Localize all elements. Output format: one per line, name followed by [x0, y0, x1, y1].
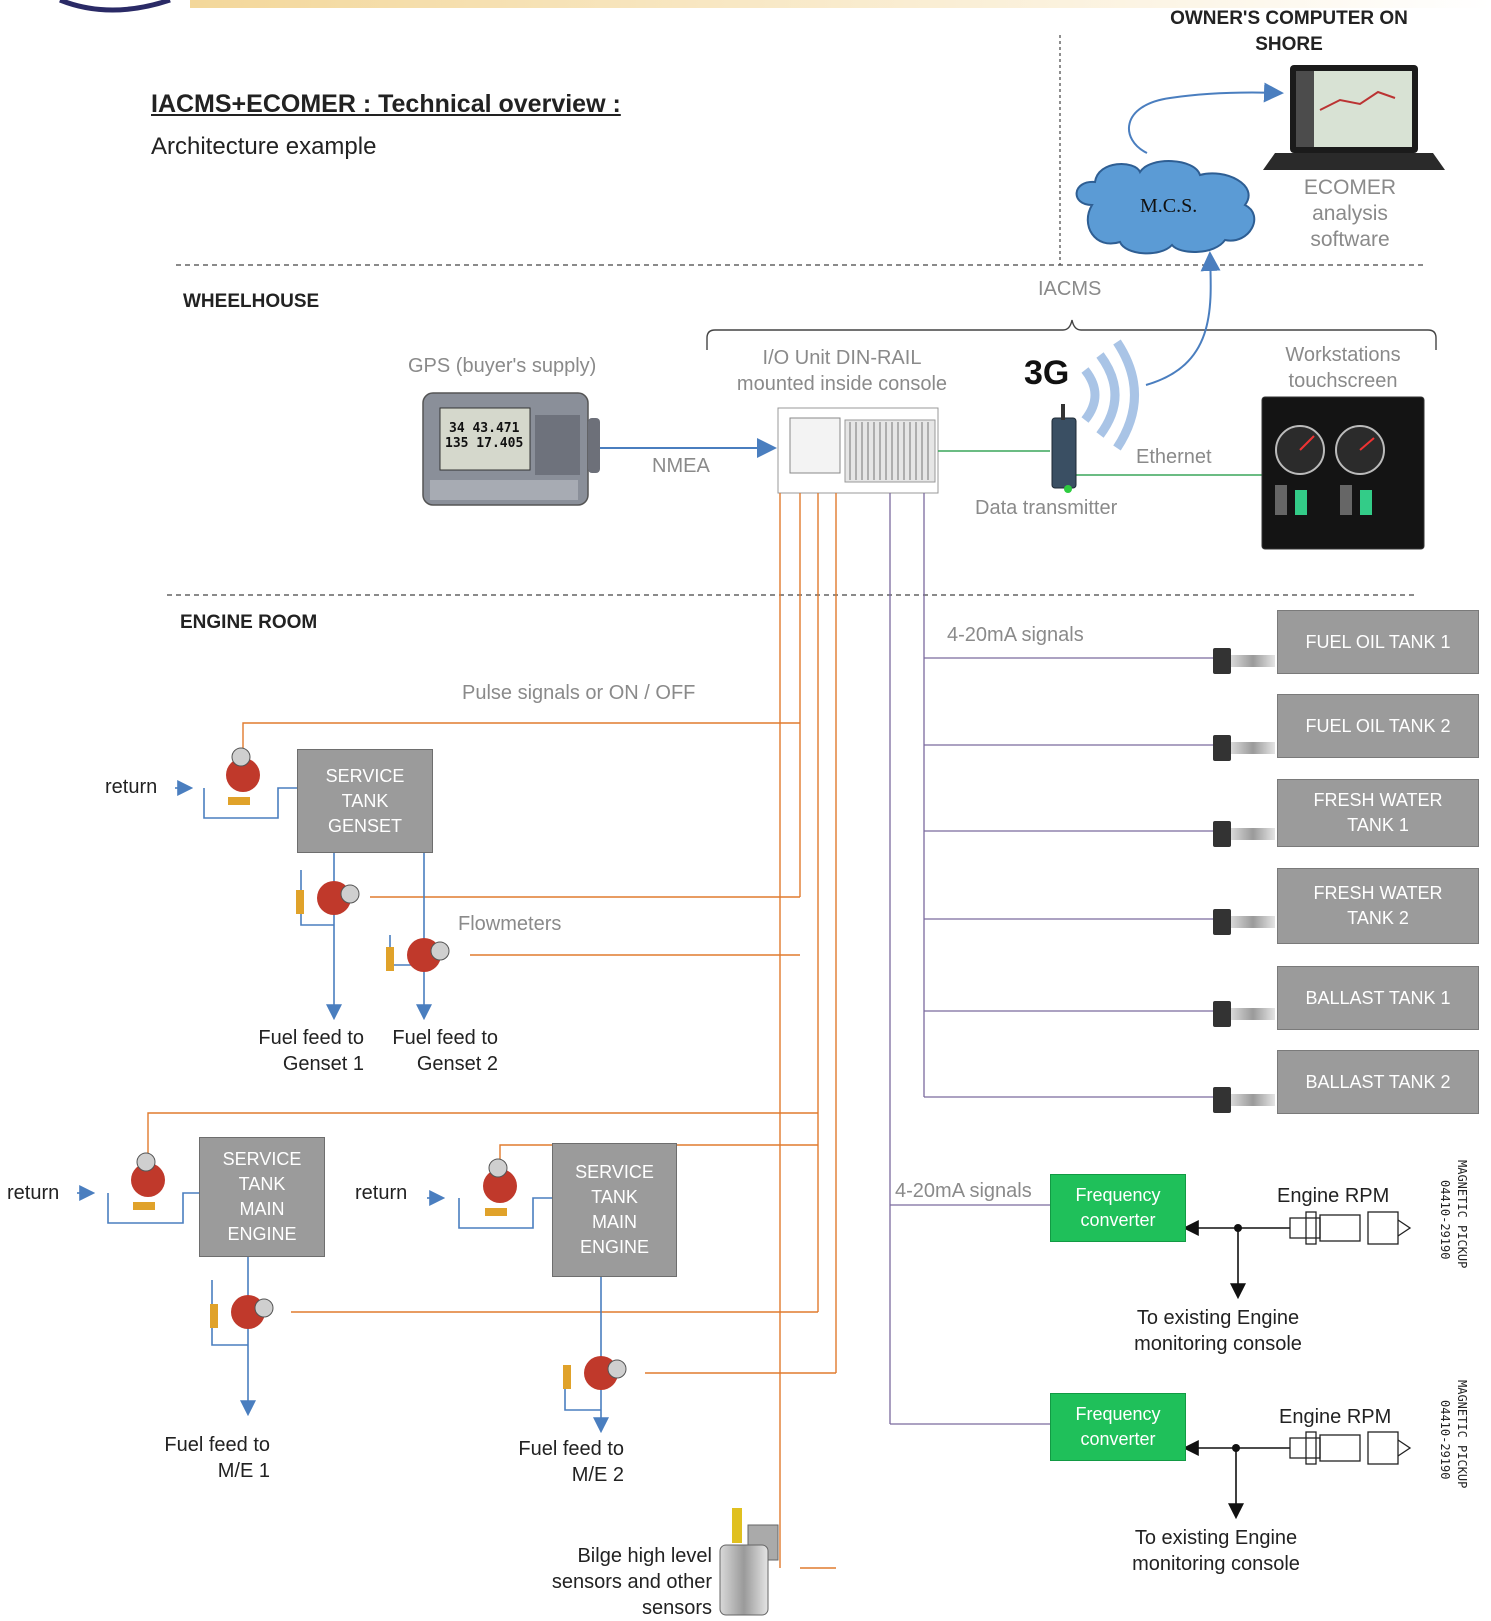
io-unit-label: I/O Unit DIN-RAIL mounted inside console — [736, 347, 948, 395]
rpm-lines — [1182, 1220, 1290, 1520]
io-unit-icon — [777, 407, 939, 494]
transmitter-icon — [1051, 417, 1077, 489]
gps-screen-line-1: 34 43.471 — [449, 421, 520, 436]
3g-label: 3G — [1024, 354, 1070, 392]
workstations-label: Workstations touchscreen — [1285, 344, 1401, 392]
magnetic-pickup-icons — [1289, 1211, 1412, 1465]
bilge-label: Bilge high level sensors and other senso… — [551, 1545, 712, 1619]
logo-fragment — [59, 0, 171, 13]
fuel-oil-tank-1: FUEL OIL TANK 1 — [1277, 610, 1479, 674]
workstation-icon — [1261, 396, 1425, 550]
gps-screen-line-2: 135 17.405 — [445, 436, 524, 451]
page-subtitle: Architecture example — [151, 133, 377, 160]
signal-waves-icon — [1081, 367, 1100, 423]
pickup-code-2: 04410-29190 — [1438, 1400, 1452, 1480]
pickup-label-2: MAGNETIC PICKUP — [1455, 1380, 1469, 1489]
owner-computer-label: OWNER'S COMPUTER ON SHORE — [1170, 8, 1408, 55]
header-bar — [190, 0, 1491, 8]
pickup-code-1: 04410-29190 — [1438, 1180, 1452, 1260]
section-engine-room: ENGINE ROOM — [180, 612, 318, 633]
fresh-water-tank-1: FRESH WATER TANK 1 — [1277, 779, 1479, 847]
service-tank-main-engine-2: SERVICE TANK MAIN ENGINE — [552, 1143, 677, 1277]
signals-420-top-label: 4-20mA signals — [947, 624, 1084, 646]
service-tank-genset: SERVICE TANK GENSET — [297, 749, 433, 853]
existing-console-label-2: To existing Engine monitoring console — [1132, 1527, 1300, 1575]
fuel-feed-me-2: Fuel feed to M/E 2 — [518, 1438, 624, 1486]
return-label-genset: return — [105, 776, 158, 798]
cloud-label: M.C.S. — [1140, 195, 1198, 217]
cloud-icon — [1075, 160, 1256, 255]
analog-signal-lines — [889, 493, 1213, 1425]
level-sensor-icons — [1213, 648, 1275, 1113]
upload-arrow — [1128, 82, 1284, 154]
section-wheelhouse: WHEELHOUSE — [183, 291, 320, 312]
transmitter-label: Data transmitter — [975, 497, 1118, 519]
ethernet-label: Ethernet — [1136, 446, 1212, 468]
frequency-converter-2: Frequency converter — [1050, 1393, 1186, 1461]
pulse-label: Pulse signals or ON / OFF — [462, 682, 696, 704]
return-label-main-1: return — [7, 1182, 60, 1204]
page-title: IACMS+ECOMER : Technical overview : — [151, 90, 621, 118]
iacms-label: IACMS — [1038, 278, 1102, 300]
fuel-feed-genset-2: Fuel feed to Genset 2 — [392, 1027, 498, 1075]
gps-label: GPS (buyer's supply) — [408, 355, 597, 377]
frequency-converter-1: Frequency converter — [1050, 1174, 1186, 1242]
flowmeter-icons — [131, 747, 627, 1390]
pickup-label-1: MAGNETIC PICKUP — [1455, 1160, 1469, 1269]
fuel-feed-me-1: Fuel feed to M/E 1 — [164, 1434, 270, 1482]
fuel-feed-genset-1: Fuel feed to Genset 1 — [258, 1027, 364, 1075]
software-label: ECOMER analysis software — [1303, 176, 1397, 251]
transmit-arrow — [1145, 251, 1221, 386]
fresh-water-tank-2: FRESH WATER TANK 2 — [1277, 868, 1479, 944]
service-tank-main-engine-1: SERVICE TANK MAIN ENGINE — [199, 1137, 325, 1257]
pulse-signal-lines — [147, 493, 837, 1569]
bilge-sensor-icon — [719, 1508, 779, 1616]
engine-rpm-label-2: Engine RPM — [1279, 1406, 1392, 1428]
fuel-oil-tank-2: FUEL OIL TANK 2 — [1277, 694, 1479, 758]
engine-rpm-label-1: Engine RPM — [1277, 1185, 1390, 1207]
signals-420-bottom-label: 4-20mA signals — [895, 1180, 1032, 1202]
ballast-tank-2: BALLAST TANK 2 — [1277, 1050, 1479, 1114]
nmea-label: NMEA — [652, 455, 710, 477]
fuel-pipes — [77, 780, 609, 1434]
flowmeters-label: Flowmeters — [458, 913, 562, 935]
iacms-brace — [706, 319, 1437, 350]
ballast-tank-1: BALLAST TANK 1 — [1277, 966, 1479, 1030]
return-label-main-2: return — [355, 1182, 408, 1204]
existing-console-label-1: To existing Engine monitoring console — [1134, 1307, 1302, 1355]
